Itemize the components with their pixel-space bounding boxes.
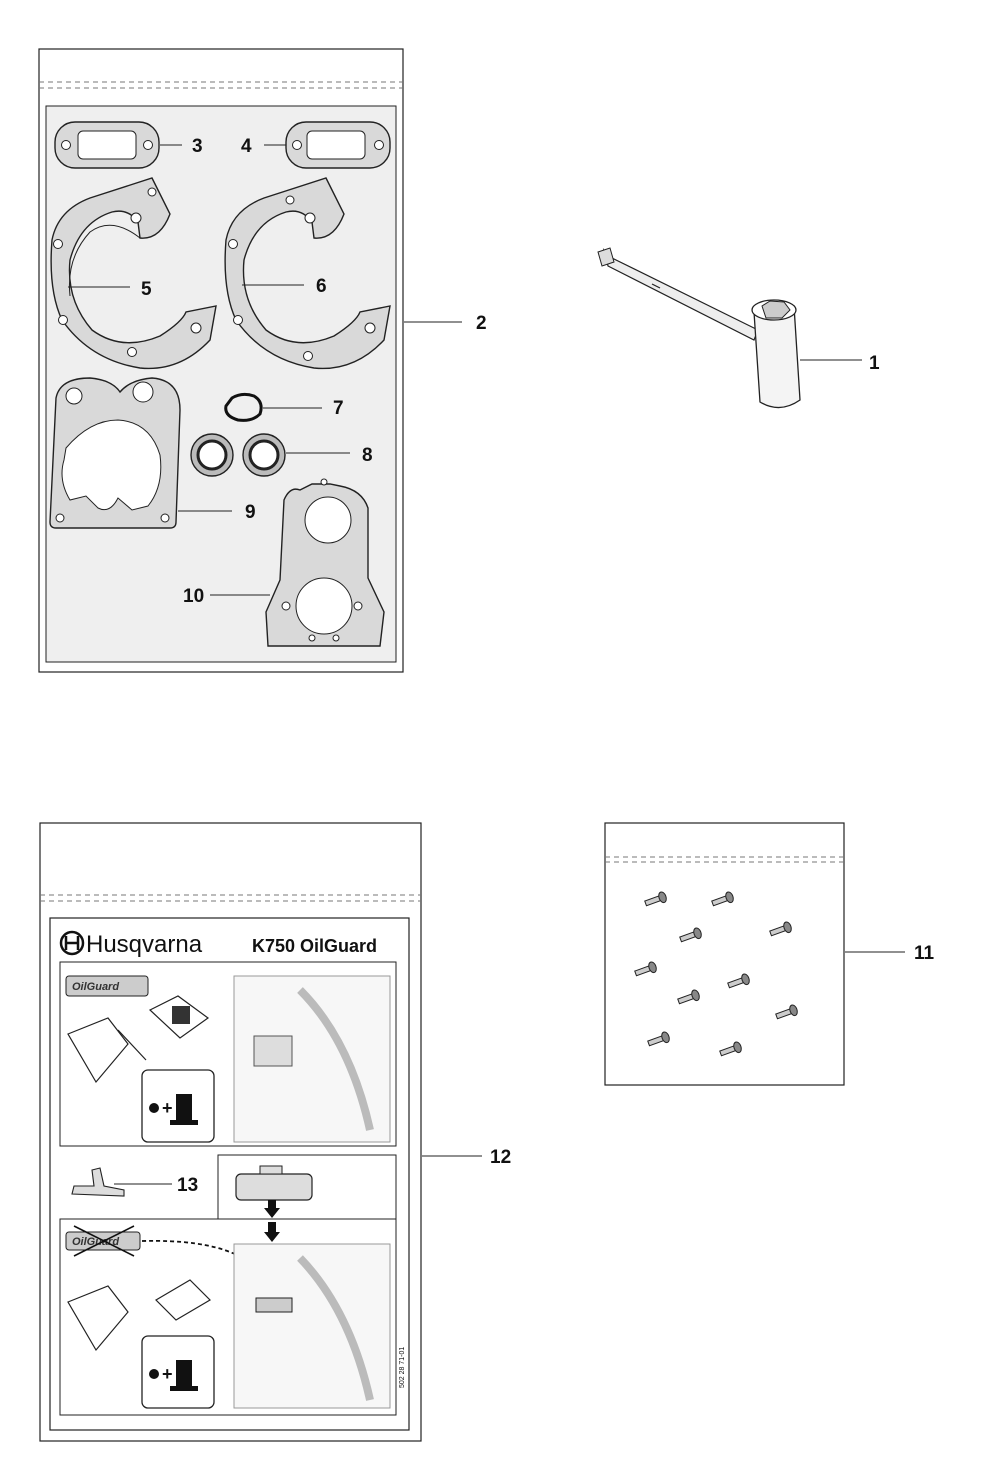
callout-5: 5 <box>141 279 152 300</box>
oil-bottle-icon-2 <box>155 1279 211 1321</box>
callout-9: 9 <box>245 502 256 523</box>
callout-8: 8 <box>362 445 373 466</box>
screw <box>719 1041 742 1057</box>
cylinder-gasket-9 <box>49 377 232 529</box>
callout-7: 7 <box>333 398 344 419</box>
funnel-icon <box>67 1017 147 1084</box>
screw-icon <box>634 891 798 1057</box>
screw-bag <box>604 822 905 1086</box>
crankcase-gasket-5 <box>50 177 217 370</box>
callout-3: 3 <box>192 136 203 157</box>
combination-spanner <box>597 247 862 409</box>
callout-10: 10 <box>183 586 204 607</box>
crankcase-gasket-6 <box>224 177 391 370</box>
husqvarna-logo <box>59 930 85 956</box>
fuel-can-icon: + <box>141 1069 215 1143</box>
svg-text:+: + <box>162 1098 173 1118</box>
screw <box>711 891 734 907</box>
decal-bag: Husqvarna K750 OilGuard OilGuard + <box>39 822 482 1442</box>
intake-gasket-10 <box>210 478 385 647</box>
screw <box>634 961 657 977</box>
screw <box>644 891 667 907</box>
exhaust-gasket-4 <box>264 121 391 169</box>
screw <box>769 921 792 937</box>
oilguard-label-1: OilGuard <box>72 981 119 993</box>
callout-12: 12 <box>490 1147 511 1168</box>
doc-number: 502 28 71-01 <box>399 1347 406 1388</box>
screw <box>679 927 702 943</box>
screw <box>727 973 750 989</box>
callout-6: 6 <box>316 276 327 297</box>
brand-text: Husqvarna <box>86 931 203 958</box>
fuel-can-icon-2: + <box>141 1335 215 1409</box>
oil-bottle-icon <box>148 995 210 1039</box>
screw <box>775 1004 798 1020</box>
exhaust-gasket-3 <box>54 121 182 169</box>
screw <box>647 1031 670 1047</box>
callout-11: 11 <box>914 943 935 964</box>
gasket-kit-bag <box>38 48 462 673</box>
callout-13: 13 <box>177 1175 198 1196</box>
funnel-icon-2 <box>67 1285 129 1352</box>
seal-rings-8 <box>190 433 350 477</box>
oilguard-label-2: OilGuard <box>72 1236 119 1248</box>
o-ring-7 <box>224 392 322 422</box>
bracket-13 <box>71 1167 172 1197</box>
callout-1: 1 <box>869 353 880 374</box>
callout-2: 2 <box>476 313 487 334</box>
svg-text:+: + <box>162 1364 173 1384</box>
model-text: K750 OilGuard <box>252 936 377 956</box>
callout-4: 4 <box>241 136 252 157</box>
screw <box>677 989 700 1005</box>
